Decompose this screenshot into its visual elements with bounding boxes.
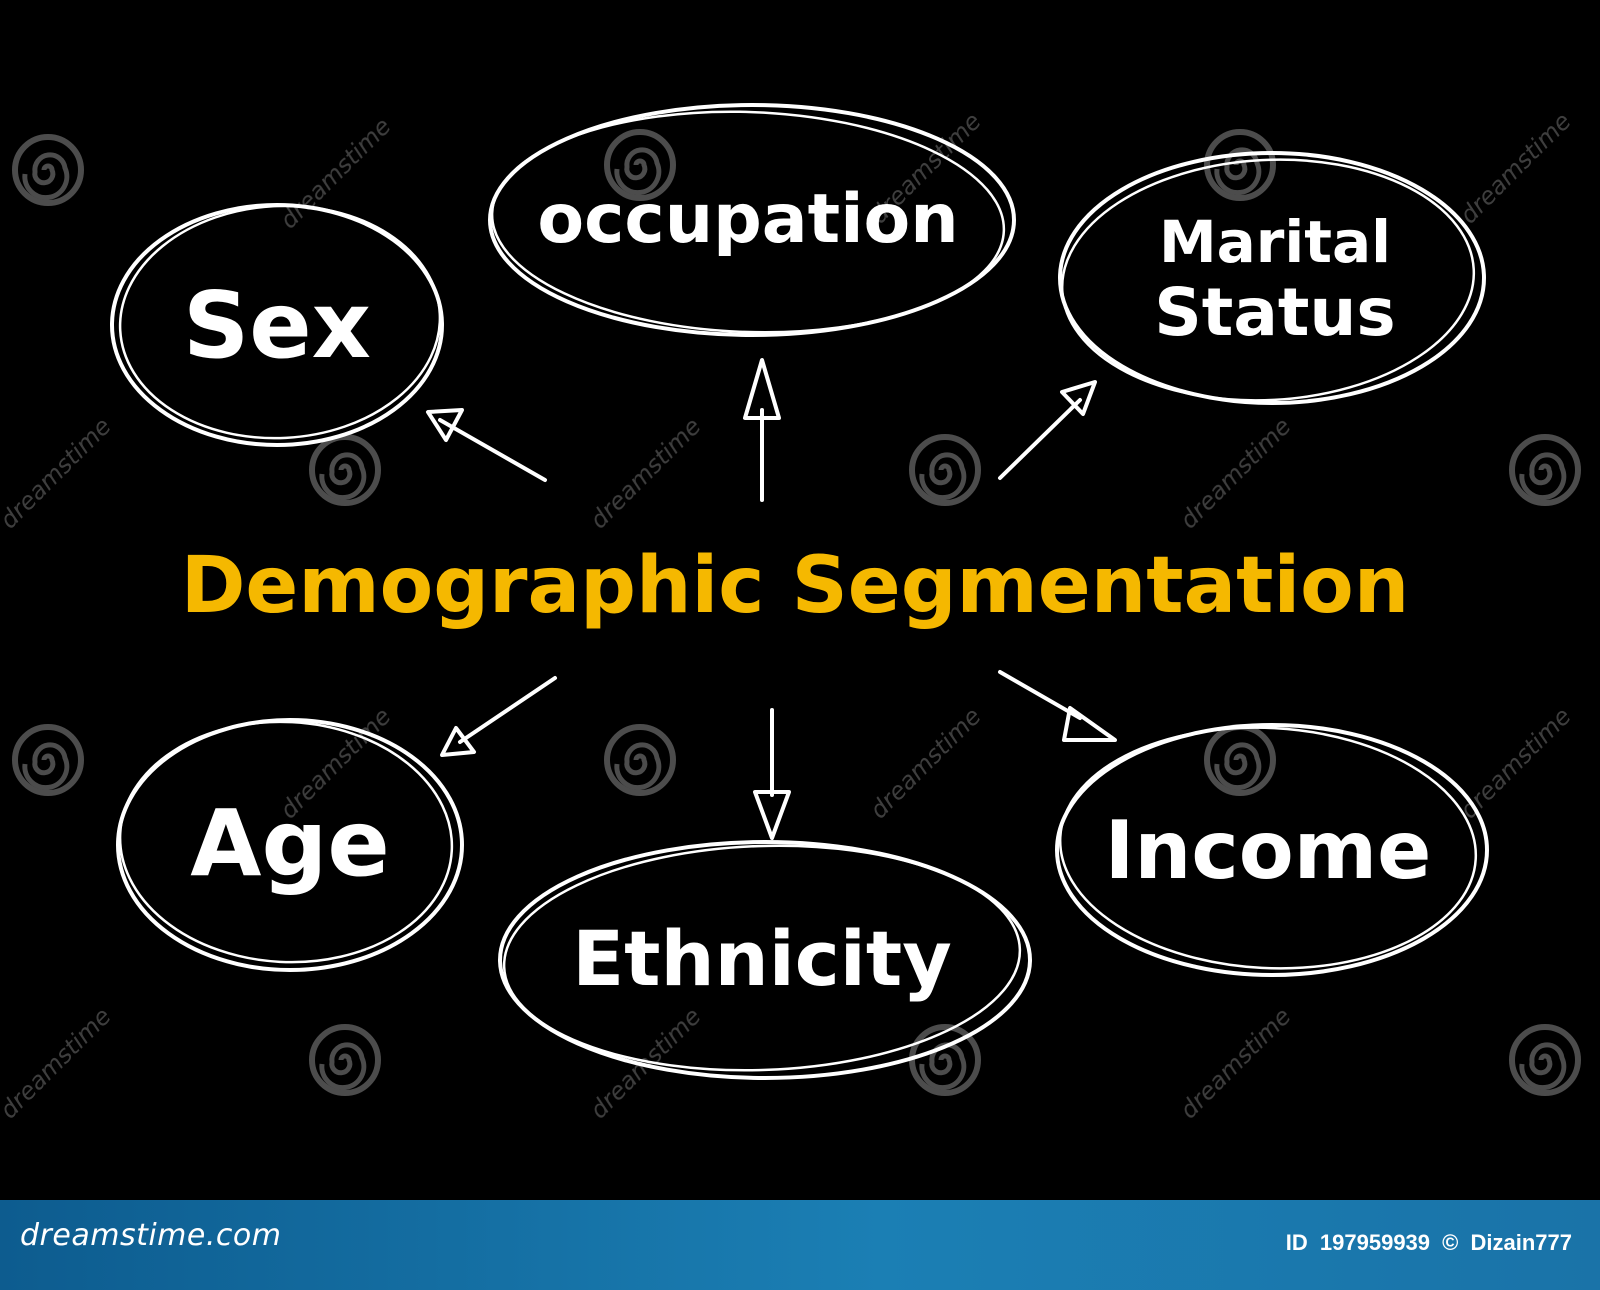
arrow-to-ethnicity (753, 708, 791, 840)
node-label-occupation: occupation (537, 180, 958, 259)
node-ellipse-sex-overstroke (118, 204, 442, 440)
watermark-text: dreamstime (1454, 107, 1576, 229)
footer-id-value: 197959939 (1319, 1230, 1431, 1255)
arrow-to-income (998, 670, 1117, 742)
node-label-marital: Marital (1159, 208, 1391, 276)
node-label-income: Income (1105, 804, 1432, 897)
spiral-logo-icon (15, 137, 81, 203)
footer-bar: dreamstime.com ID 197959939 © Dizain777 (0, 1200, 1600, 1290)
spiral-logo-icon (607, 727, 673, 793)
node-ellipse-marital-status (1058, 151, 1486, 405)
node-label-sex: Sex (183, 272, 371, 379)
node-outlines (110, 103, 1489, 1080)
spiral-logo-icon (312, 437, 378, 503)
spiral-logo-icon (1207, 727, 1273, 793)
footer-site-name: dreamstime.com (20, 1218, 282, 1253)
watermark-text: dreamstime (1174, 412, 1296, 534)
arrow-to-marital-status (998, 380, 1097, 480)
footer-author: Dizain777 (1470, 1230, 1573, 1255)
watermark-text: dreamstime (274, 112, 396, 234)
node-ellipse-income-overstroke (1058, 726, 1478, 970)
node-label-status: Status (1154, 274, 1395, 351)
watermark-text: dreamstime (1174, 1002, 1296, 1124)
node-ellipse-ethnicity (498, 840, 1032, 1080)
arrow-to-sex (426, 408, 547, 482)
node-ellipse-marital-status-overstroke (1060, 158, 1476, 402)
node-ellipse-age-overstroke (118, 720, 454, 964)
footer-credit: ID 197959939 © Dizain777 (1280, 1230, 1572, 1256)
node-label-age: Age (190, 790, 389, 897)
node-ellipse-age (116, 718, 464, 972)
node-ellipse-occupation-overstroke (490, 110, 1006, 334)
node-ellipse-income (1055, 723, 1489, 977)
watermark-text: dreamstime (864, 702, 986, 824)
watermark-text: dreamstime (584, 1002, 706, 1124)
mind-map: dreamstime dreamstime dreamstime dreamst… (0, 103, 1600, 1124)
center-title: Demographic Segmentation (181, 541, 1410, 631)
node-ellipse-ethnicity-overstroke (502, 844, 1022, 1072)
arrow-to-age (440, 676, 557, 757)
node-label-ethnicity: Ethnicity (572, 914, 951, 1003)
arrow-to-occupation (743, 358, 781, 502)
spiral-logo-icon (15, 727, 81, 793)
watermark-text: dreamstime (0, 1002, 117, 1124)
watermark-text: dreamstime (0, 412, 117, 534)
watermark-text: dreamstime (584, 412, 706, 534)
spiral-logo-icon (1512, 1027, 1578, 1093)
spiral-logo-icon (912, 437, 978, 503)
spiral-logo-icon (312, 1027, 378, 1093)
footer-id-label: ID (1285, 1230, 1308, 1255)
spiral-logo-icon (1512, 437, 1578, 503)
connector-arrows (426, 358, 1117, 840)
footer-copyright-icon: © (1442, 1230, 1459, 1255)
node-ellipse-occupation (488, 103, 1016, 337)
